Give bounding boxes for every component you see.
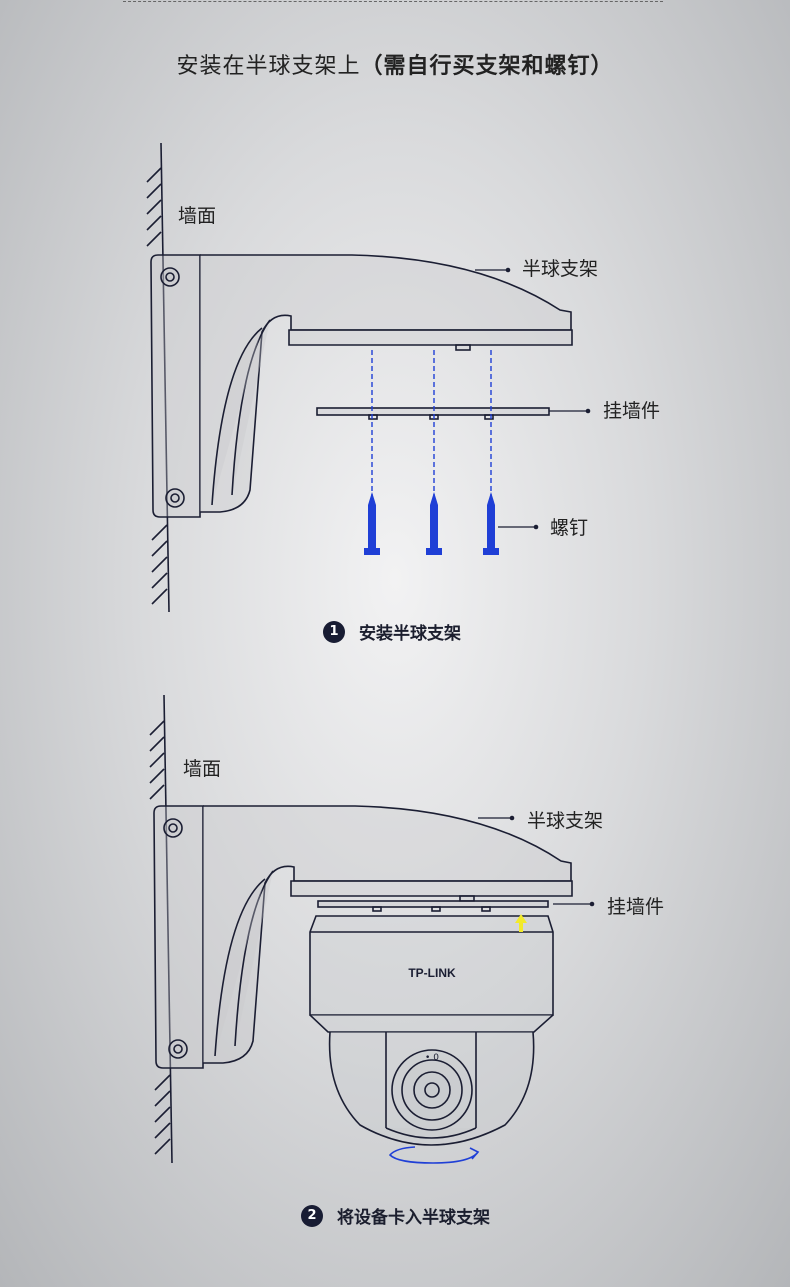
wall-hatch-2-bottom (154, 1074, 171, 1155)
title-parenthetical: （需自行买支架和螺钉） (360, 54, 614, 79)
rotate-arrow (388, 1146, 480, 1164)
step-2: 2 将设备卡入半球支架 (301, 1203, 490, 1228)
camera-dome (328, 1031, 535, 1146)
wall-hatch-1-top (146, 167, 162, 247)
top-dashed-divider (123, 1, 663, 2)
step-1-text: 安装半球支架 (359, 624, 461, 644)
label-bracket-2: 半球支架 (527, 810, 604, 832)
diagram-1-install-bracket (146, 142, 588, 613)
label-plate-2: 挂墙件 (607, 896, 665, 918)
label-wall-1: 墙面 (178, 205, 217, 227)
wall-line-1 (160, 142, 170, 613)
insert-up-arrow (515, 914, 527, 932)
leader-dots-2 (509, 815, 595, 907)
step-1: 1 安装半球支架 (323, 619, 461, 644)
leader-lines-1 (475, 269, 588, 528)
label-plate-1: 挂墙件 (603, 400, 661, 422)
screws (364, 492, 499, 555)
camera-logo: TP-LINK (408, 966, 456, 980)
wall-hatch-2-top (149, 720, 165, 800)
dome-camera (309, 915, 554, 1146)
label-screw: 螺钉 (550, 517, 589, 539)
diagram-2-mount-camera (149, 694, 592, 1164)
leader-dots-1 (505, 267, 591, 530)
leader-lines-2 (478, 817, 592, 905)
label-bracket-1: 半球支架 (522, 258, 599, 280)
lens-center (424, 1082, 440, 1098)
wall-hatch-1-bottom (151, 524, 168, 605)
title-main: 安装在半球支架上 (176, 54, 361, 79)
page-title: 安装在半球支架上（需自行买支架和螺钉） (0, 48, 790, 80)
bracket-2 (153, 805, 573, 1069)
step-1-number: 1 (323, 620, 345, 643)
lens-ring-middle (401, 1059, 463, 1121)
screw-right (483, 492, 499, 555)
lens-mark: • 0 (425, 1053, 439, 1063)
lens-ring-inner (413, 1071, 451, 1109)
screw-left (364, 492, 380, 555)
step-2-text: 将设备卡入半球支架 (337, 1208, 490, 1228)
step-2-number: 2 (301, 1204, 323, 1227)
lens-ring-outer (391, 1049, 473, 1131)
wall-plate-2 (317, 900, 549, 912)
wall-line-2 (163, 694, 173, 1164)
wall-plate-1 (316, 407, 550, 420)
label-wall-2: 墙面 (183, 758, 222, 780)
screw-middle (426, 492, 442, 555)
bracket-1 (150, 254, 573, 518)
camera-collar (309, 1014, 554, 1033)
screw-guides (371, 350, 492, 500)
